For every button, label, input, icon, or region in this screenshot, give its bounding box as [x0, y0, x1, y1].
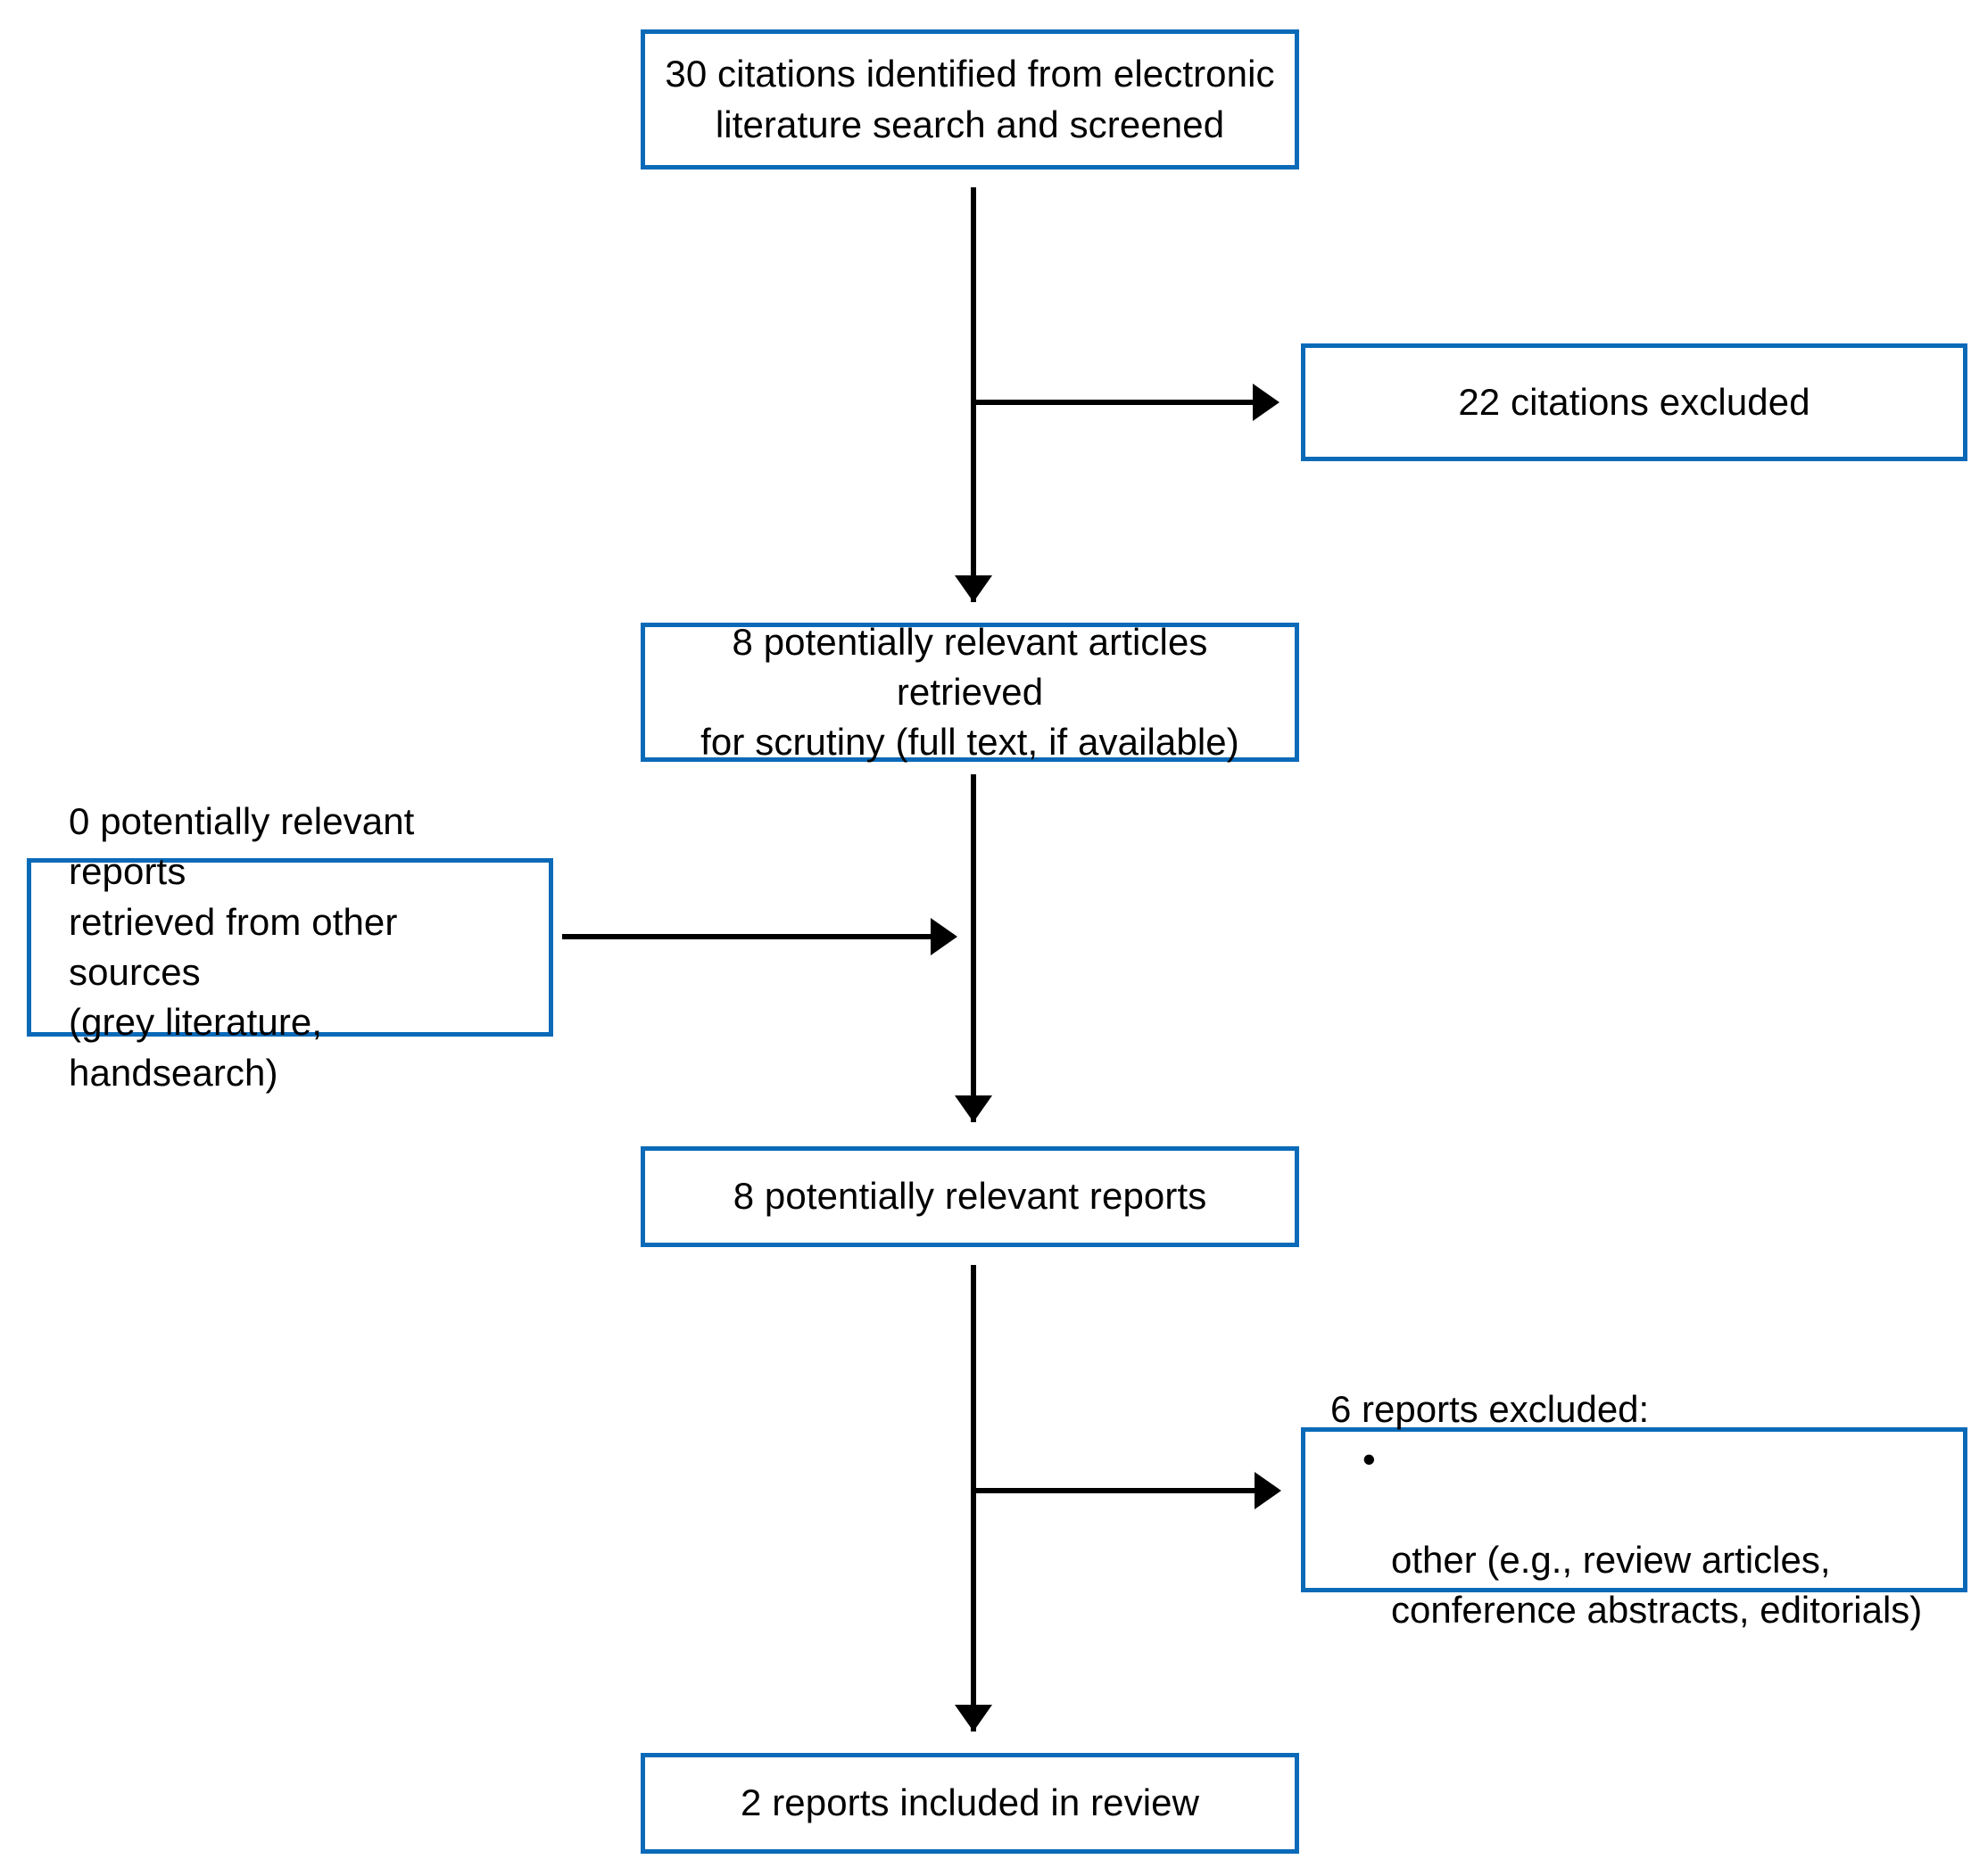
- connector-other-sources-to-trunk: [562, 934, 932, 939]
- node-other-sources: 0 potentially relevant reports retrieved…: [27, 800, 553, 1094]
- arrowhead-into-retrieved: [955, 575, 992, 602]
- connector-retrieved-to-relevant-reports: [971, 774, 976, 1122]
- node-articles-retrieved: 8 potentially relevant articles retrieve…: [641, 621, 1299, 763]
- arrowhead-into-relevant-reports: [955, 1095, 992, 1122]
- node-relevant-reports: 8 potentially relevant reports: [641, 1146, 1299, 1247]
- connector-branch-citations-excluded: [971, 400, 1255, 405]
- node-reports-included-label: 2 reports included in review: [740, 1781, 1200, 1824]
- connector-relevant-reports-to-included: [971, 1265, 976, 1731]
- node-articles-retrieved-label: 8 potentially relevant articles retrieve…: [700, 620, 1239, 764]
- node-citations-excluded: 22 citations excluded: [1301, 343, 1967, 461]
- reports-excluded-reason-item: • other (e.g., review articles, conferen…: [1330, 1434, 1922, 1635]
- node-reports-excluded: 6 reports excluded: • other (e.g., revie…: [1301, 1388, 1967, 1631]
- node-other-sources-label: 0 potentially relevant reports retrieved…: [69, 800, 415, 1094]
- connector-branch-reports-excluded: [971, 1488, 1256, 1493]
- bullet-icon: •: [1362, 1438, 1376, 1481]
- reports-excluded-content: 6 reports excluded: • other (e.g., revie…: [1330, 1384, 1922, 1635]
- arrowhead-into-reports-excluded: [1255, 1472, 1281, 1509]
- node-citations-identified: 30 citations identified from electronic …: [641, 29, 1299, 169]
- reports-excluded-reason-text: other (e.g., review articles, conference…: [1391, 1538, 1923, 1631]
- node-citations-identified-label: 30 citations identified from electronic …: [665, 53, 1275, 145]
- arrowhead-into-citations-excluded: [1253, 384, 1279, 421]
- reports-excluded-reason-list: • other (e.g., review articles, conferen…: [1330, 1434, 1922, 1635]
- node-relevant-reports-label: 8 potentially relevant reports: [733, 1175, 1207, 1218]
- node-reports-included: 2 reports included in review: [641, 1753, 1299, 1854]
- connector-identified-to-retrieved: [971, 187, 976, 602]
- node-citations-excluded-label: 22 citations excluded: [1458, 380, 1810, 423]
- reports-excluded-heading: 6 reports excluded:: [1330, 1387, 1650, 1430]
- arrowhead-into-trunk-from-other-sources: [931, 918, 957, 955]
- arrowhead-into-included: [955, 1705, 992, 1731]
